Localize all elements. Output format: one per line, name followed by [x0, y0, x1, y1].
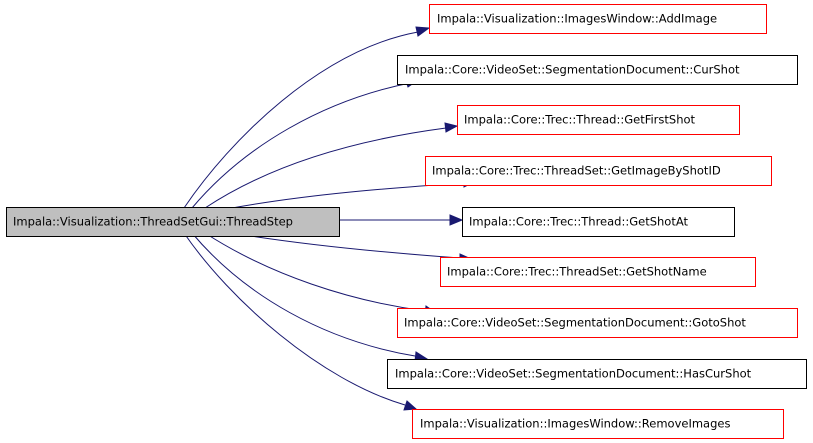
- target-node-box: [412, 409, 784, 439]
- target-node-label: Impala::Core::Trec::ThreadSet::GetImageB…: [432, 164, 721, 178]
- target-node-getfirstshot[interactable]: Impala::Core::Trec::Thread::GetFirstShot: [457, 105, 740, 135]
- target-node-box: [387, 359, 807, 389]
- target-node-box: [457, 105, 740, 135]
- target-node-label: Impala::Core::VideoSet::SegmentationDocu…: [404, 316, 746, 330]
- target-node-label: Impala::Core::Trec::Thread::GetShotAt: [469, 215, 689, 229]
- arrowhead-getshotat: [449, 214, 464, 226]
- target-node-box: [397, 308, 798, 338]
- edge-to-gotoshot: [204, 232, 426, 312]
- target-node-label: Impala::Core::VideoSet::SegmentationDocu…: [405, 63, 740, 77]
- source-node-label: Impala::Visualization::ThreadSetGui::Thr…: [13, 215, 293, 229]
- target-node-curshot[interactable]: Impala::Core::VideoSet::SegmentationDocu…: [397, 55, 798, 85]
- source-node[interactable]: Impala::Visualization::ThreadSetGui::Thr…: [6, 207, 340, 237]
- target-node-box: [429, 4, 767, 34]
- target-node-label: Impala::Visualization::ImagesWindow::Add…: [437, 12, 717, 26]
- nodes: Impala::Visualization::ThreadSetGui::Thr…: [6, 4, 807, 439]
- source-node-box: [6, 207, 340, 237]
- target-node-label: Impala::Visualization::ImagesWindow::Rem…: [420, 417, 730, 431]
- edge-to-hascurshot: [191, 232, 416, 357]
- target-node-label: Impala::Core::VideoSet::SegmentationDocu…: [395, 367, 752, 381]
- arrowhead-removeimages: [403, 400, 418, 411]
- target-node-getshotat[interactable]: Impala::Core::Trec::Thread::GetShotAt: [462, 207, 735, 237]
- target-node-removeimages[interactable]: Impala::Visualization::ImagesWindow::Rem…: [412, 409, 784, 439]
- edge-to-curshot: [191, 82, 411, 209]
- target-node-box: [397, 55, 798, 85]
- target-node-label: Impala::Core::Trec::Thread::GetFirstShot: [464, 113, 696, 127]
- target-node-hascurshot[interactable]: Impala::Core::VideoSet::SegmentationDocu…: [387, 359, 807, 389]
- edge-to-addimage: [183, 31, 419, 209]
- target-node-addimage[interactable]: Impala::Visualization::ImagesWindow::Add…: [429, 4, 767, 34]
- edge-to-getimagebyshotid: [231, 182, 465, 209]
- arrowhead-getfirstshot: [444, 122, 459, 133]
- target-node-label: Impala::Core::Trec::ThreadSet::GetShotNa…: [447, 265, 707, 279]
- target-node-getshotname[interactable]: Impala::Core::Trec::ThreadSet::GetShotNa…: [440, 257, 756, 287]
- target-node-box: [425, 156, 772, 186]
- arrowhead-addimage: [415, 26, 431, 37]
- edge-to-getfirstshot: [204, 127, 447, 209]
- target-node-box: [462, 207, 735, 237]
- edge-to-getshotname: [231, 232, 461, 259]
- target-node-gotoshot[interactable]: Impala::Core::VideoSet::SegmentationDocu…: [397, 308, 798, 338]
- target-node-box: [440, 257, 756, 287]
- target-node-getimagebyshotid[interactable]: Impala::Core::Trec::ThreadSet::GetImageB…: [425, 156, 772, 186]
- edge-to-removeimages: [183, 232, 406, 406]
